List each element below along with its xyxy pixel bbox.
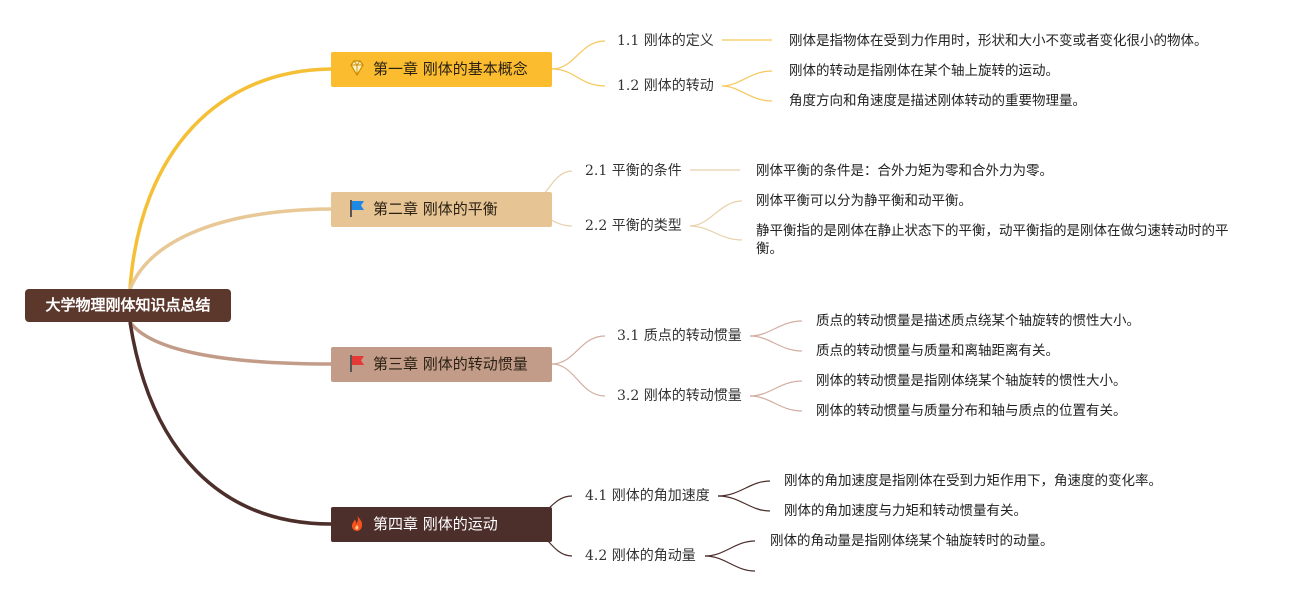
chapter-4[interactable]: 第四章 刚体的运动 (331, 507, 552, 542)
section-3-2[interactable]: 3.2 刚体的转动惯量 (617, 387, 742, 405)
sec41-to-leaf1 (717, 480, 771, 497)
chapter-4-title: 第四章 刚体的运动 (373, 515, 498, 533)
section-label: 平衡的类型 (611, 218, 682, 234)
sec12-to-leaf2 (721, 85, 773, 102)
root-branch-4 (128, 321, 332, 526)
section-number: 3.2 (617, 388, 640, 404)
section-number: 3.1 (617, 328, 640, 344)
sec31-to-leaf1 (749, 320, 803, 337)
section-3-1[interactable]: 3.1 质点的转动惯量 (617, 327, 742, 345)
chapter-1[interactable]: 第一章 刚体的基本概念 (331, 52, 552, 87)
chapter-1-title: 第一章 刚体的基本概念 (373, 60, 528, 78)
leaf-2-2-1[interactable]: 刚体平衡可以分为静平衡和动平衡。 (756, 193, 972, 209)
leaf-1-1-1[interactable]: 刚体是指物体在受到力作用时，形状和大小不变或者变化很小的物体。 (789, 33, 1208, 49)
leaf-2-2-2[interactable]: 静平衡指的是刚体在静止状态下的平衡，动平衡指的是刚体在做匀速转动时的平衡。 (756, 223, 1229, 257)
red-flag-icon (347, 353, 367, 373)
leaf-1-2-2[interactable]: 角度方向和角速度是描述刚体转动的重要物理量。 (789, 93, 1086, 109)
section-1-1[interactable]: 1.1 刚体的定义 (617, 32, 714, 50)
section-number: 1.1 (617, 33, 640, 49)
gem-icon (347, 58, 367, 78)
section-label: 刚体的转动 (643, 78, 714, 94)
sec42-to-leaf2 (704, 555, 756, 572)
section-number: 2.1 (585, 163, 608, 179)
root-topic[interactable]: 大学物理刚体知识点总结 (25, 289, 231, 322)
chapter-3[interactable]: 第三章 刚体的转动惯量 (331, 347, 552, 382)
section-4-2[interactable]: 4.2 刚体的角动量 (585, 547, 696, 565)
leaf-3-1-1[interactable]: 质点的转动惯量是描述质点绕某个轴旋转的惯性大小。 (816, 313, 1140, 329)
leaf-3-2-1[interactable]: 刚体的转动惯量是指刚体绕某个轴旋转的惯性大小。 (816, 373, 1127, 389)
section-2-2[interactable]: 2.2 平衡的类型 (585, 217, 682, 235)
ch1-to-sec2 (551, 68, 606, 87)
sec22-to-leaf2 (689, 225, 743, 241)
sec31-to-leaf2 (749, 335, 803, 352)
root-branch-1 (128, 67, 332, 290)
section-2-1[interactable]: 2.1 平衡的条件 (585, 162, 682, 180)
ch1-to-sec1 (551, 40, 606, 70)
sec22-to-leaf1 (689, 200, 743, 227)
section-number: 4.2 (585, 548, 608, 564)
leaf-4-2-1[interactable]: 刚体的角动量是指刚体绕某个轴旋转时的动量。 (770, 533, 1054, 549)
leaf-3-2-2[interactable]: 刚体的转动惯量与质量分布和轴与质点的位置有关。 (816, 403, 1127, 419)
ch3-to-sec1 (551, 335, 606, 365)
chapter-2-title: 第二章 刚体的平衡 (373, 200, 498, 218)
section-1-2[interactable]: 1.2 刚体的转动 (617, 77, 714, 95)
section-label: 刚体的角加速度 (611, 488, 710, 504)
sec12-to-leaf1 (721, 70, 773, 87)
section-label: 刚体的定义 (643, 33, 714, 49)
section-number: 1.2 (617, 78, 640, 94)
chapter-2[interactable]: 第二章 刚体的平衡 (331, 192, 552, 227)
sec32-to-leaf2 (749, 395, 803, 412)
leaf-4-1-1[interactable]: 刚体的角加速度是指刚体在受到力矩作用下，角速度的变化率。 (784, 473, 1162, 489)
section-label: 平衡的条件 (611, 163, 682, 179)
root-branch-2 (128, 207, 332, 290)
leaf-3-1-2[interactable]: 质点的转动惯量与质量和离轴距离有关。 (816, 343, 1059, 359)
section-number: 4.1 (585, 488, 608, 504)
chapter-3-title: 第三章 刚体的转动惯量 (373, 355, 528, 373)
section-number: 2.2 (585, 218, 608, 234)
fire-icon (347, 513, 367, 533)
section-label: 刚体的角动量 (611, 548, 696, 564)
section-label: 质点的转动惯量 (643, 328, 742, 344)
leaf-4-1-2[interactable]: 刚体的角加速度与力矩和转动惯量有关。 (784, 503, 1027, 519)
section-label: 刚体的转动惯量 (643, 388, 742, 404)
root-branch-3 (128, 320, 332, 366)
sec42-to-leaf1 (704, 540, 756, 557)
section-4-1[interactable]: 4.1 刚体的角加速度 (585, 487, 710, 505)
blue-flag-icon (347, 198, 367, 218)
leaf-2-1-1[interactable]: 刚体平衡的条件是：合外力矩为零和合外力为零。 (756, 163, 1053, 179)
leaf-1-2-1[interactable]: 刚体的转动是指刚体在某个轴上旋转的运动。 (789, 63, 1059, 79)
ch3-to-sec2 (551, 363, 606, 397)
sec41-to-leaf2 (717, 495, 771, 512)
sec32-to-leaf1 (749, 380, 803, 397)
